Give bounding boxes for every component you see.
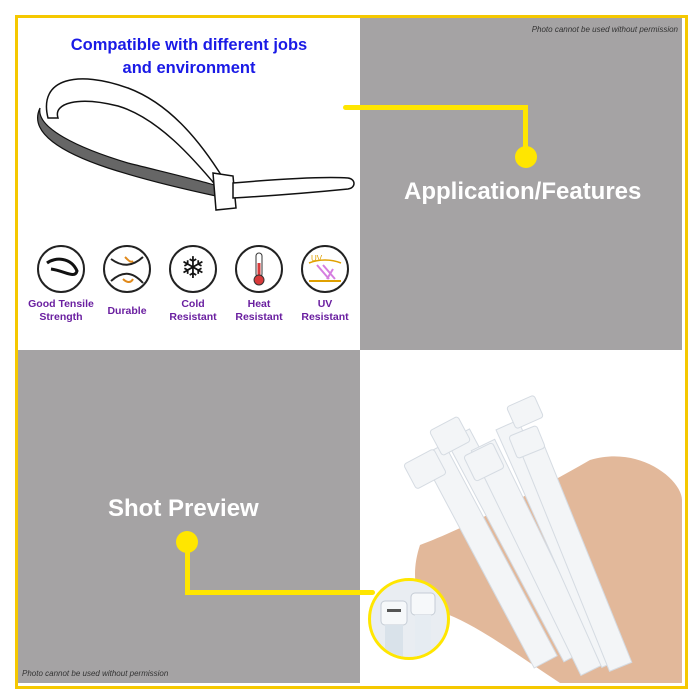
svg-text:UV: UV [311,254,323,263]
headline-line-2: and environment [122,59,256,77]
uv-sun-icon: UV [301,245,349,293]
watermark-top: Photo cannot be used without permission [531,25,678,34]
cable-tie-buckle-closeup [380,592,436,657]
durable-icon [103,245,151,293]
shot-preview-panel [18,350,360,683]
watermark-bottom: Photo cannot be used without permission [22,669,169,678]
product-photo [360,350,682,683]
connector-line [185,590,375,595]
connector-dot [176,531,198,553]
yellow-frame [15,15,688,689]
hand-holding-cable-ties-image [403,395,682,683]
headline-line-1: Compatible with different jobs [70,36,308,54]
buckle-closeup-inset [368,578,450,660]
snowflake-icon: ❄ [169,245,217,293]
application-panel [360,18,682,350]
connector-line [343,105,526,110]
connector-dot [515,146,537,168]
connector-line [523,105,528,155]
features-panel [18,18,360,350]
thermometer-icon [235,245,283,293]
feature-durable: Durable [94,245,160,323]
connector-line [185,545,190,595]
shot-preview-title: Shot Preview [108,495,259,522]
tensile-strength-icon [37,245,85,293]
cable-tie-illustration [37,78,355,211]
headline: Compatible with different jobs and envir… [18,34,360,80]
application-features-title: Application/Features [404,178,642,205]
